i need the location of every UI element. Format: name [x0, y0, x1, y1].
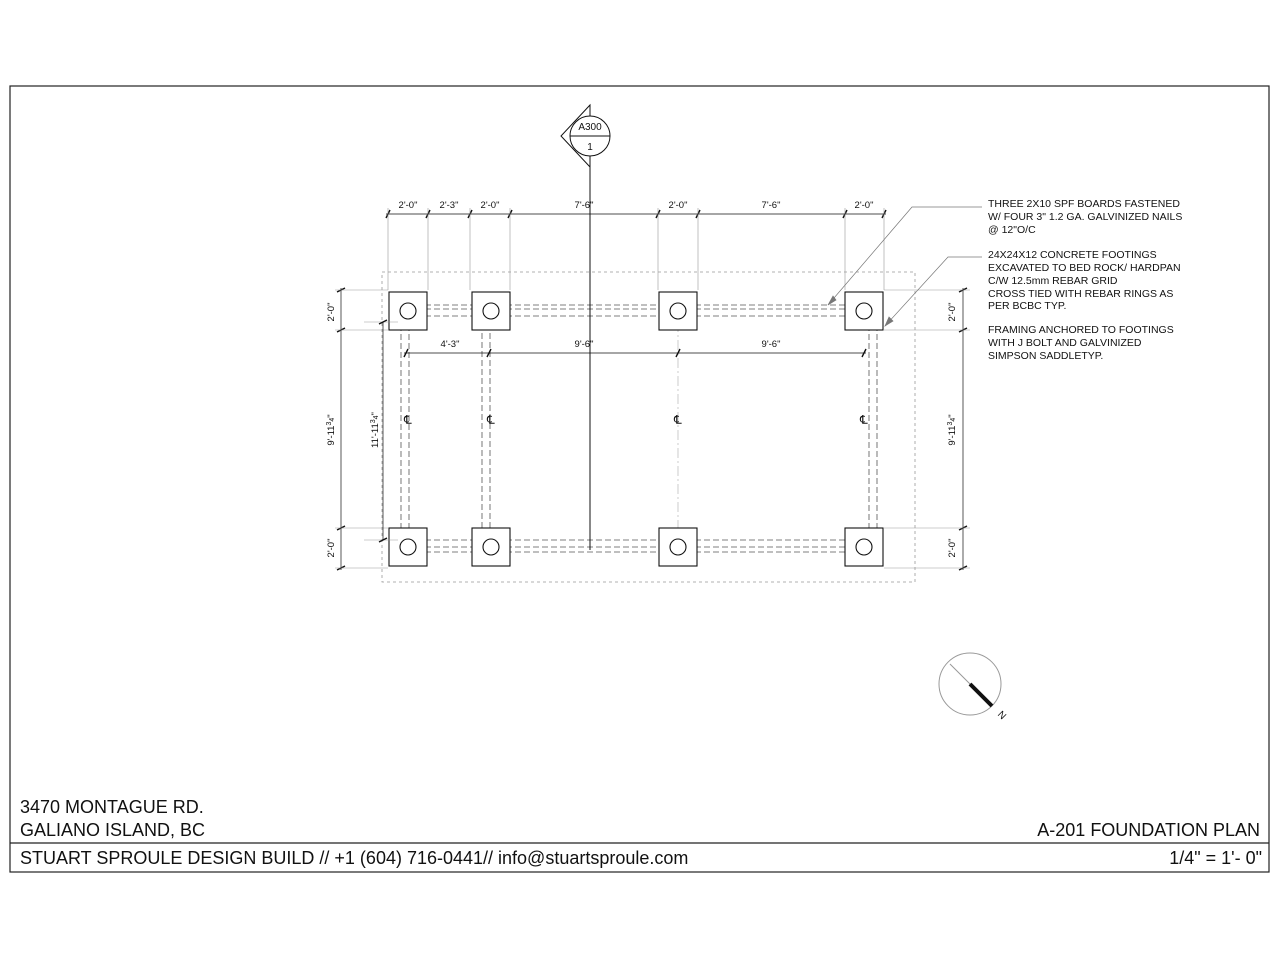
title-block: 3470 MONTAGUE RD. GALIANO ISLAND, BC A-2…	[20, 797, 1262, 868]
dim-top-6: 7'-6"	[762, 200, 781, 211]
north-arrow-icon: N	[938, 652, 1008, 722]
dim-top-4: 7'-6"	[575, 200, 594, 211]
scale-label: 1/4" = 1'- 0"	[1169, 848, 1262, 868]
dim-inner-2: 9'-6"	[575, 339, 594, 350]
footings	[388, 291, 884, 567]
top-dimension-string	[385, 208, 887, 290]
drawing-title: A-201 FOUNDATION PLAN	[1037, 820, 1260, 840]
dim-right-top: 2'-0"	[947, 303, 958, 322]
dim-left-inner: 11'-1134"	[370, 412, 381, 448]
note-boards: THREE 2X10 SPF BOARDS FASTENED W/ FOUR 3…	[988, 198, 1182, 236]
sheet-border	[9, 85, 1270, 873]
footing-bottom-3	[658, 527, 698, 567]
dim-right-bottom: 2'-0"	[947, 539, 958, 558]
footing-bottom-4	[844, 527, 884, 567]
note-leaders	[827, 206, 982, 327]
address-line-1: 3470 MONTAGUE RD.	[20, 797, 204, 817]
dim-top-7: 2'-0"	[855, 200, 874, 211]
note-footings-line2: EXCAVATED TO BED ROCK/ HARDPAN	[988, 262, 1181, 274]
note-footings-line3: C/W 12.5mm REBAR GRID	[988, 275, 1118, 287]
note-framing: FRAMING ANCHORED TO FOOTINGS WITH J BOLT…	[988, 324, 1174, 362]
note-framing-line3: SIMPSON SADDLETYP.	[988, 350, 1103, 362]
dim-top-1: 2'-0"	[399, 200, 418, 211]
centerline-mark-4: ℄	[859, 413, 868, 427]
left-dimension-labels: 2'-0" 9'-1134" 2'-0" 11'-1134"	[326, 303, 381, 558]
dim-top-5: 2'-0"	[669, 200, 688, 211]
dim-inner-3: 9'-6"	[762, 339, 781, 350]
footing-bottom-2	[471, 527, 511, 567]
right-dimension-labels: 2'-0" 9'-1134" 2'-0"	[947, 303, 958, 558]
note-boards-line1: THREE 2X10 SPF BOARDS FASTENED	[988, 198, 1180, 210]
inner-dimension-string	[403, 348, 867, 358]
address-line-2: GALIANO ISLAND, BC	[20, 820, 205, 840]
dim-left-top: 2'-0"	[326, 303, 337, 322]
note-boards-line2: W/ FOUR 3" 1.2 GA. GALVINIZED NAILS	[988, 211, 1182, 223]
footing-top-2	[471, 291, 511, 331]
dim-left-middle: 9'-1134"	[326, 414, 337, 445]
centerline-marks: ℄ ℄ ℄ ℄	[403, 413, 868, 427]
note-footings-line4: CROSS TIED WITH REBAR RINGS AS	[988, 288, 1173, 300]
dim-top-2: 2'-3"	[440, 200, 459, 211]
dim-right-middle: 9'-1134"	[947, 414, 958, 445]
dim-left-bottom: 2'-0"	[326, 539, 337, 558]
footing-top-3	[658, 291, 698, 331]
footing-top-1	[388, 291, 428, 331]
deck-outline	[381, 271, 916, 583]
section-number-label: 1	[587, 142, 593, 153]
centerline-mark-3: ℄	[673, 413, 682, 427]
footing-bottom-1	[388, 527, 428, 567]
centerline-mark-1: ℄	[403, 413, 412, 427]
note-footings: 24X24X12 CONCRETE FOOTINGS EXCAVATED TO …	[988, 249, 1181, 312]
dim-top-3: 2'-0"	[481, 200, 500, 211]
dim-inner-1: 4'-3"	[441, 339, 460, 350]
right-dimension-string	[884, 287, 970, 571]
note-footings-line5: PER BCBC TYP.	[988, 300, 1066, 312]
note-framing-line1: FRAMING ANCHORED TO FOOTINGS	[988, 324, 1174, 336]
section-sheet-label: A300	[578, 122, 602, 133]
section-marker: A300 1	[560, 103, 611, 550]
centerline-mark-2: ℄	[486, 413, 495, 427]
top-dimension-labels: 2'-0" 2'-3" 2'-0" 7'-6" 2'-0" 7'-6" 2'-0…	[399, 200, 874, 211]
north-label: N	[995, 709, 1008, 722]
footing-top-4	[844, 291, 884, 331]
company-line: STUART SPROULE DESIGN BUILD // +1 (604) …	[20, 848, 688, 868]
note-framing-line2: WITH J BOLT AND GALVINIZED	[988, 337, 1142, 349]
left-dimension-string	[335, 287, 398, 571]
note-boards-line3: @ 12"O/C	[988, 224, 1036, 236]
inner-dimension-labels: 4'-3" 9'-6" 9'-6"	[441, 339, 781, 350]
note-footings-line1: 24X24X12 CONCRETE FOOTINGS	[988, 249, 1157, 261]
framing-lines	[398, 304, 878, 553]
